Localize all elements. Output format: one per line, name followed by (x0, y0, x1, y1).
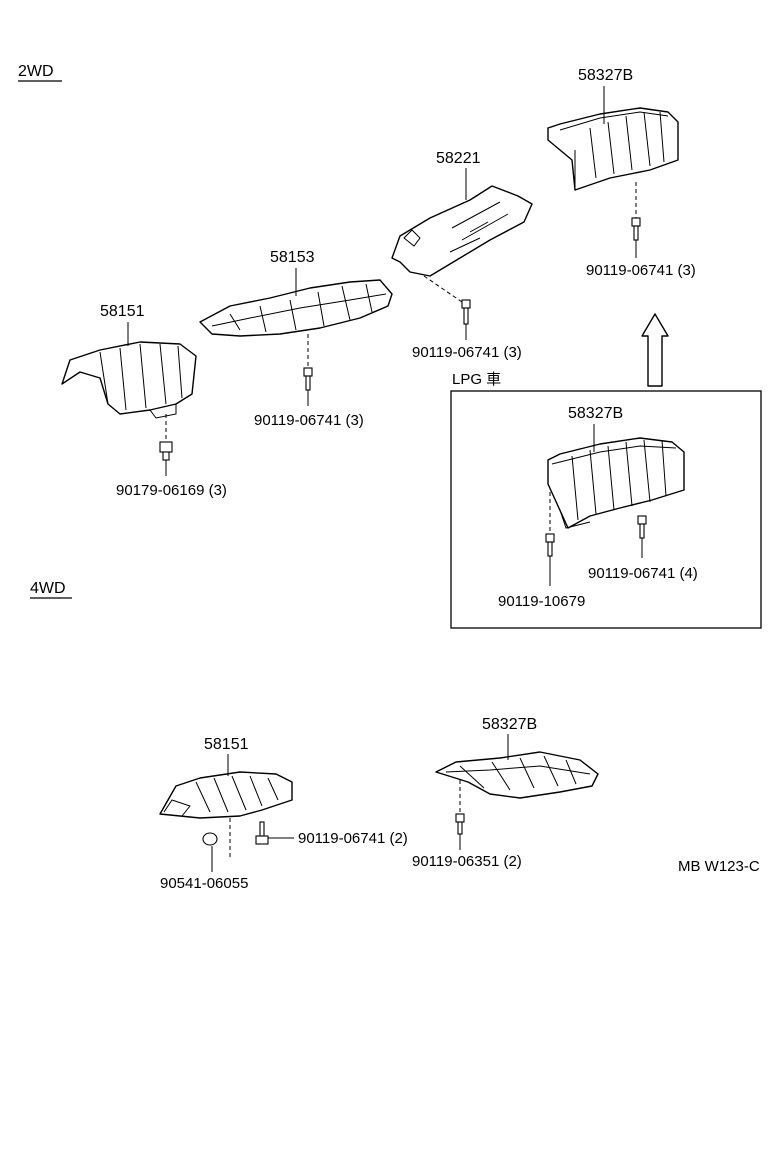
heat-insulator-58327b-lpg (547, 437, 685, 529)
label-90119-06741-2: 90119-06741 (2) (298, 830, 408, 847)
clip-icon (202, 832, 218, 846)
label-58151-4wd: 58151 (204, 736, 249, 753)
lpg-label: LPG 車 (452, 371, 501, 388)
section-4wd-label: 4WD (30, 580, 66, 597)
nut-icon (159, 441, 173, 461)
label-90179-06169-3: 90179-06169 (3) (116, 482, 227, 499)
label-58151-2wd: 58151 (100, 303, 145, 320)
label-90119-10679: 90119-10679 (498, 593, 585, 610)
label-90119-06351-2: 90119-06351 (2) (412, 853, 522, 870)
label-58327b-top: 58327B (578, 67, 633, 84)
bolt-icon (255, 821, 269, 845)
label-58153: 58153 (270, 249, 315, 266)
label-58221: 58221 (436, 150, 481, 167)
heat-insulator-58151-4wd (159, 771, 293, 819)
bolt-icon (545, 533, 555, 557)
bolt-icon (455, 813, 465, 835)
heat-insulator-58327b-4wd (435, 751, 599, 799)
label-90119-06741-3-left: 90119-06741 (3) (254, 412, 364, 429)
lpg-variant-box (450, 390, 762, 629)
bolt-icon (631, 217, 641, 241)
heat-insulator-58151-2wd (61, 341, 197, 419)
label-90119-06741-3-top: 90119-06741 (3) (586, 262, 696, 279)
arrow-up-icon (641, 313, 669, 387)
heat-insulator-58221 (391, 185, 533, 277)
dash-58221 (423, 275, 463, 303)
section-2wd-label: 2WD (18, 63, 54, 80)
label-58327b-4wd: 58327B (482, 716, 537, 733)
bolt-icon (303, 367, 313, 391)
heat-insulator-58327b-top (547, 107, 679, 191)
bolt-icon (637, 515, 647, 539)
label-90119-06741-3-mid: 90119-06741 (3) (412, 344, 522, 361)
label-90541-06055: 90541-06055 (160, 875, 248, 892)
label-90119-06741-4: 90119-06741 (4) (588, 565, 698, 582)
reference-code: MB W123-C (678, 858, 760, 875)
bolt-icon (461, 299, 471, 325)
label-58327b-lpg: 58327B (568, 405, 623, 422)
heat-insulator-58153 (199, 279, 393, 337)
